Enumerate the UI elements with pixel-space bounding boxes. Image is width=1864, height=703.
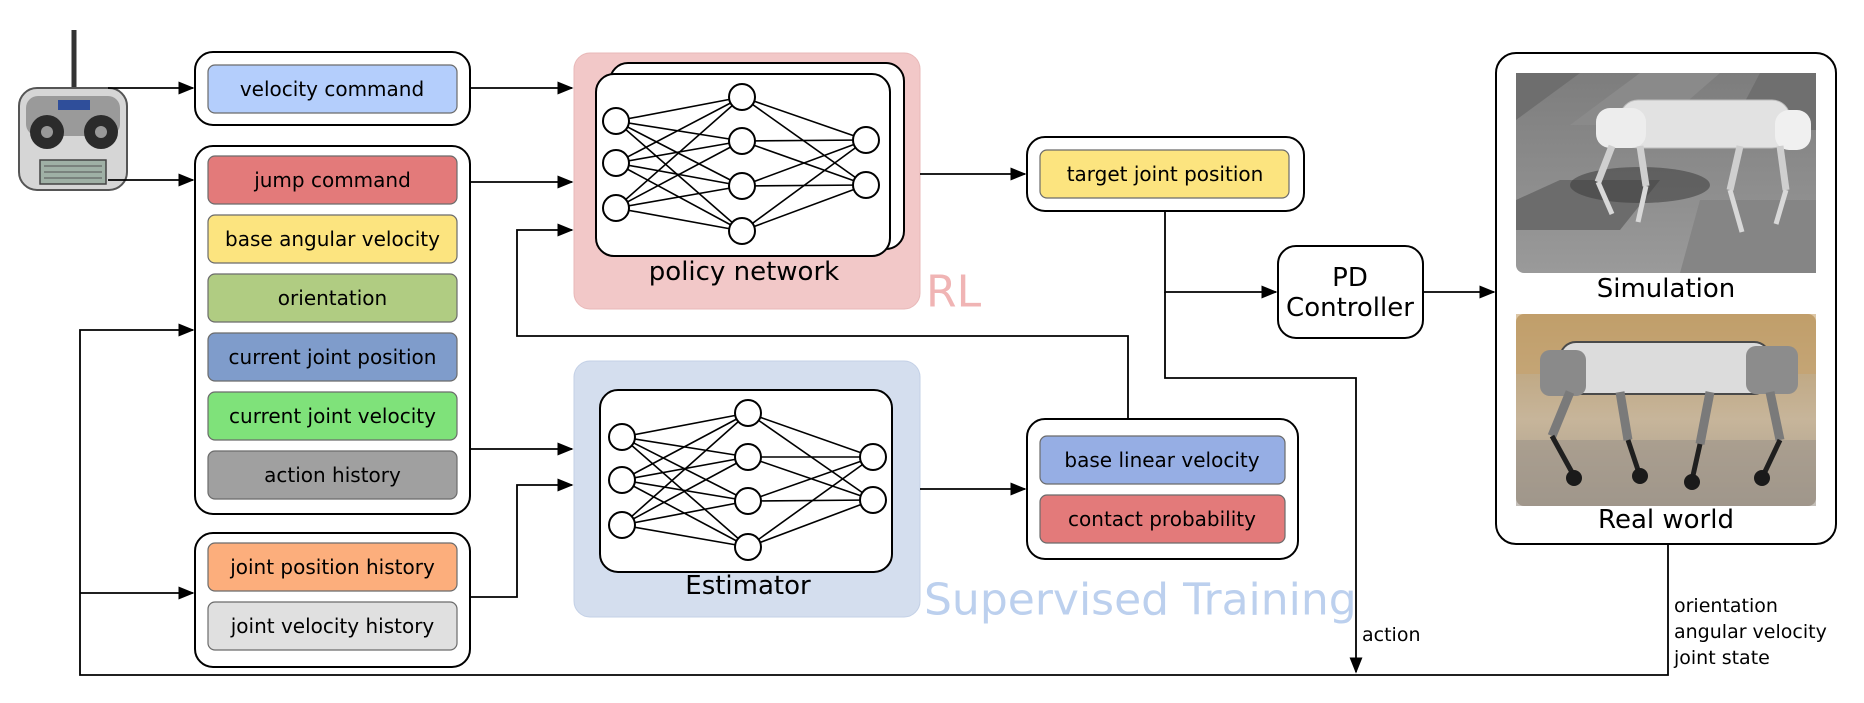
environment-block: Simulation Real world [1495,52,1837,545]
history-inputs-group: joint position history joint velocity his… [194,532,471,668]
contact-probability-pill [1039,494,1286,544]
base-linear-velocity-pill [1039,435,1286,485]
estimator-outputs-group: base linear velocity contact probability [1026,418,1299,560]
main-inputs-group: jump command base angular velocity orienta… [194,145,471,515]
base-angular-velocity-pill [207,214,458,264]
pd-controller-line2: Controller [1286,293,1414,323]
joint-position-history-pill [207,542,458,592]
estimator-label: Estimator [685,571,811,601]
nn-node [859,443,887,471]
action-history-pill [207,450,458,500]
nn-node [728,83,756,111]
velocity-command-label: velocity command [240,77,424,101]
contact-probability-label: contact probability [1068,507,1256,531]
base-angular-velocity-label: base angular velocity [225,227,440,251]
nn-node [734,399,762,427]
simulation-image [1516,73,1816,273]
joint-position-history-label: joint position history [229,555,435,579]
policy-neural-net-icon [602,83,880,245]
real-world-label: Real world [1598,505,1734,535]
observation-line-1: orientation [1674,595,1778,617]
current-joint-position-pill [207,332,458,382]
estimator-block: Estimator [573,360,921,618]
target-joint-position-group: target joint position [1026,136,1305,212]
nn-node [728,217,756,245]
nn-node [734,443,762,471]
jump-command-pill [207,155,458,205]
nn-node [602,194,630,222]
policy-network-label: policy network [649,257,839,287]
nn-node [728,127,756,155]
pd-controller-line1: PD [1332,263,1368,293]
rl-watermark: RL [926,267,982,318]
nn-node [859,486,887,514]
connection-lines [79,81,1669,676]
supervised-training-watermark: Supervised Training [924,575,1357,626]
action-history-label: action history [264,463,401,487]
target-joint-position-label: target joint position [1067,162,1264,186]
estimator-neural-net-icon [608,399,887,561]
orientation-pill [207,273,458,323]
orientation-label: orientation [278,286,387,310]
nn-node [734,487,762,515]
nn-node [734,533,762,561]
nn-node [852,126,880,154]
simulation-label: Simulation [1597,274,1736,304]
action-label: action [1362,624,1420,646]
current-joint-position-label: current joint position [229,345,437,369]
target-joint-position-pill [1039,149,1290,199]
nn-node [602,107,630,135]
joint-velocity-history-pill [207,601,458,651]
nn-node [602,149,630,177]
nn-node [852,171,880,199]
observation-line-2: angular velocity [1674,621,1827,643]
nn-node [608,511,636,539]
joint-velocity-history-label: joint velocity history [230,614,435,638]
current-joint-velocity-pill [207,391,458,441]
base-linear-velocity-label: base linear velocity [1064,448,1259,472]
velocity-command-group: velocity command [194,51,471,126]
policy-network-block: policy network [573,52,921,310]
nn-node [608,466,636,494]
velocity-command-pill [207,64,458,114]
nn-node [608,423,636,451]
real-world-image [1516,314,1816,506]
observation-line-3: joint state [1673,647,1770,669]
jump-command-label: jump command [253,168,411,192]
current-joint-velocity-label: current joint velocity [229,404,436,428]
radio-controller-icon [18,30,128,191]
pd-controller-block: PD Controller [1277,245,1424,339]
nn-node [728,172,756,200]
